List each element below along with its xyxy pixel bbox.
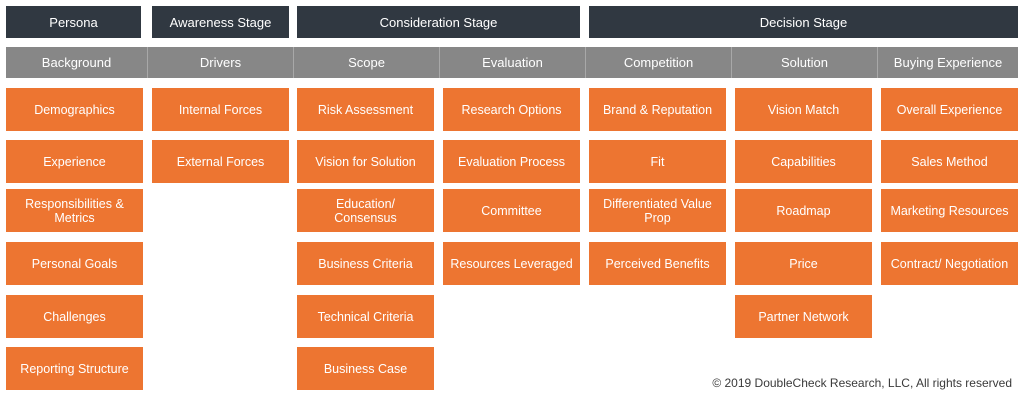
subheader-divider: [731, 47, 732, 78]
cell-business-case: Business Case: [297, 347, 434, 390]
cell-external-forces: External Forces: [152, 140, 289, 183]
subheader-divider: [877, 47, 878, 78]
cell-price: Price: [735, 242, 872, 285]
stage-persona: Persona: [6, 6, 141, 38]
cell-fit: Fit: [589, 140, 726, 183]
cell-brand-reputation: Brand & Reputation: [589, 88, 726, 131]
cell-marketing-resources: Marketing Resources: [881, 189, 1018, 232]
cell-research-options: Research Options: [443, 88, 580, 131]
cell-perceived-benefits: Perceived Benefits: [589, 242, 726, 285]
cell-internal-forces: Internal Forces: [152, 88, 289, 131]
copyright-notice: © 2019 DoubleCheck Research, LLC, All ri…: [712, 376, 1012, 390]
cell-risk-assessment: Risk Assessment: [297, 88, 434, 131]
cell-roadmap: Roadmap: [735, 189, 872, 232]
cell-reporting-structure: Reporting Structure: [6, 347, 143, 390]
cell-responsibilities-metrics: Responsibilities & Metrics: [6, 189, 143, 232]
cell-vision-for-solution: Vision for Solution: [297, 140, 434, 183]
subheader-divider: [293, 47, 294, 78]
cell-evaluation-process: Evaluation Process: [443, 140, 580, 183]
cell-personal-goals: Personal Goals: [6, 242, 143, 285]
cell-experience: Experience: [6, 140, 143, 183]
cell-capabilities: Capabilities: [735, 140, 872, 183]
cell-partner-network: Partner Network: [735, 295, 872, 338]
cell-resources-leveraged: Resources Leveraged: [443, 242, 580, 285]
cell-demographics: Demographics: [6, 88, 143, 131]
cell-differentiated-value-prop: Differentiated Value Prop: [589, 189, 726, 232]
cell-committee: Committee: [443, 189, 580, 232]
cell-business-criteria: Business Criteria: [297, 242, 434, 285]
column-header-solution: Solution: [781, 55, 828, 70]
stage-awareness: Awareness Stage: [152, 6, 289, 38]
subheader-divider: [585, 47, 586, 78]
column-header-drivers: Drivers: [199, 55, 242, 70]
column-header-evaluation: Evaluation: [482, 55, 543, 70]
column-header-competition: Competition: [623, 55, 694, 70]
cell-sales-method: Sales Method: [881, 140, 1018, 183]
cell-overall-experience: Overall Experience: [881, 88, 1018, 131]
cell-challenges: Challenges: [6, 295, 143, 338]
stage-consideration: Consideration Stage: [297, 6, 580, 38]
column-header-buying-experience: Buying Experience: [893, 55, 1003, 70]
cell-vision-match: Vision Match: [735, 88, 872, 131]
column-header-scope: Scope: [348, 55, 385, 70]
subheader-divider: [147, 47, 148, 78]
cell-education-consensus: Education/ Consensus: [297, 189, 434, 232]
cell-contract-negotiation: Contract/ Negotiation: [881, 242, 1018, 285]
subheader-band: [6, 47, 1018, 78]
subheader-divider: [439, 47, 440, 78]
stage-decision: Decision Stage: [589, 6, 1018, 38]
cell-technical-criteria: Technical Criteria: [297, 295, 434, 338]
column-header-background: Background: [41, 55, 112, 70]
